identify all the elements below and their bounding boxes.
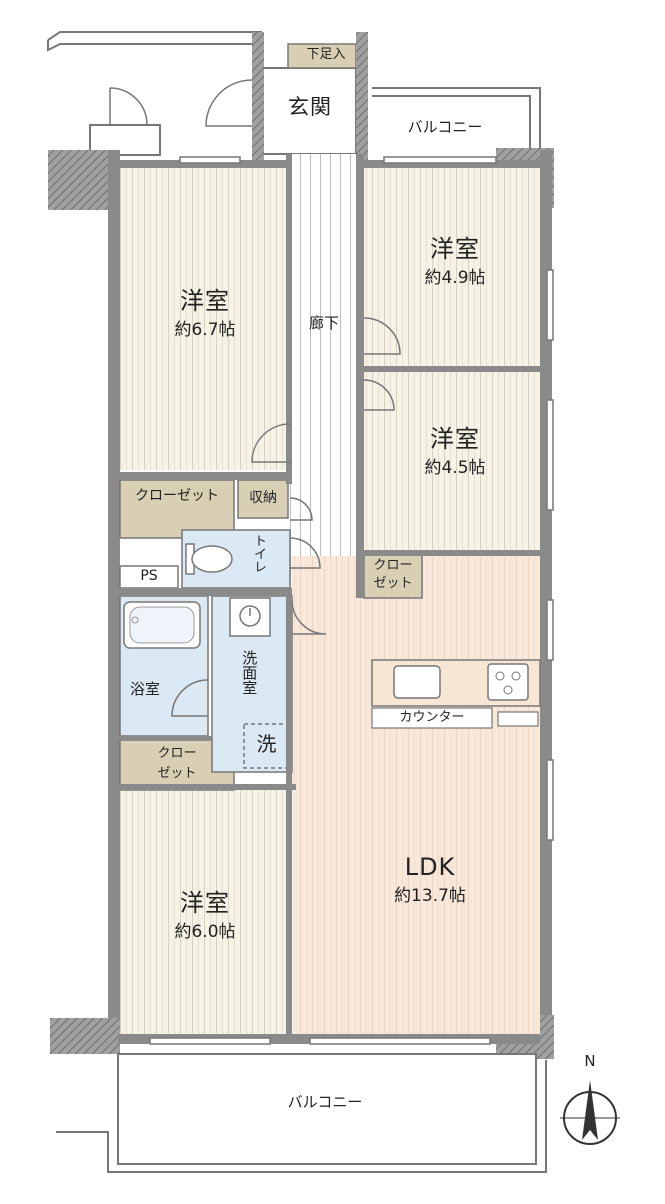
bath-door-swing — [171, 679, 209, 717]
room-western-60-name: 洋室 — [180, 889, 230, 917]
bottom-balcony — [117, 1053, 537, 1165]
balcony-bottom-label: バルコニー — [287, 1093, 363, 1111]
shoe-box-label: 下足入 — [306, 47, 346, 62]
toilet-label: トイレ — [250, 534, 268, 573]
hallway-floor — [290, 154, 356, 598]
closet-main — [119, 479, 235, 539]
laundry-label: 洗 — [256, 732, 278, 756]
washroom-label-text: 洗面室 — [240, 650, 259, 695]
closet-lower-label-1: クロー — [157, 746, 197, 761]
toilet-label-text: トイレ — [250, 534, 266, 573]
hallway-label: 廊下 — [308, 314, 339, 332]
room-western-60-floor — [120, 784, 296, 1034]
closet-small-label-2: ゼット — [373, 576, 413, 591]
room-western-60-area: 約6.0帖 — [174, 922, 236, 942]
closet-lower-label-2: ゼット — [157, 766, 197, 781]
entrance-label: 玄関 — [288, 95, 332, 119]
outer-wall-left — [108, 150, 120, 1020]
porch-door-swing — [109, 87, 148, 126]
ldk-name: LDK — [404, 853, 456, 881]
washbasin — [229, 597, 271, 637]
toilet-fixture — [185, 543, 233, 575]
closet-small-label-1: クロー — [373, 558, 413, 573]
porch-box — [89, 124, 161, 156]
room-western-49-area: 約4.9帖 — [424, 268, 486, 288]
entrance-wall-left — [252, 32, 264, 160]
counter-label: カウンター — [399, 710, 465, 725]
closet-small — [363, 553, 423, 599]
counter-bar — [371, 707, 493, 729]
counter-bar-right — [497, 711, 539, 727]
bathtub-inner — [129, 606, 195, 644]
bathtub-drain — [131, 616, 139, 624]
entrance-balcony-railing — [47, 31, 262, 52]
stove-burner-1 — [495, 671, 505, 681]
outer-wall-left-top — [48, 150, 118, 210]
stove-burner-2 — [511, 671, 521, 681]
shoe-box — [287, 43, 357, 69]
laundry-pan — [243, 723, 291, 769]
toilet-door-swing — [289, 537, 321, 569]
balcony-top-label: バルコニー — [407, 118, 483, 136]
storage-label: 収納 — [249, 490, 277, 506]
storage — [237, 479, 289, 519]
stove-burner-3 — [503, 685, 513, 695]
windows — [149, 156, 554, 1045]
compass-rose — [560, 1080, 620, 1145]
ldk-area: 約13.7帖 — [394, 886, 466, 906]
room-western-45-name: 洋室 — [430, 425, 480, 453]
kitchen-sink — [393, 665, 441, 699]
closet-main-label: クローゼット — [135, 488, 219, 504]
room-western-67-floor — [120, 168, 290, 470]
bath-label: 浴室 — [129, 680, 160, 698]
room-western-67-area: 約6.7帖 — [174, 320, 236, 340]
entrance-wall-right — [356, 32, 368, 160]
ps-label: PS — [140, 568, 158, 584]
room-western-49-floor — [364, 168, 540, 368]
kitchen-stove — [487, 663, 529, 701]
room-western-45-area: 約4.5帖 — [424, 458, 486, 478]
outer-wall-left-bottom — [50, 1018, 120, 1054]
washroom-label: 洗面室 — [240, 650, 258, 695]
ldk-floor — [292, 556, 540, 1034]
door-swings — [251, 317, 401, 635]
room-western-67-name: 洋室 — [180, 287, 230, 315]
north-label: N — [584, 1052, 596, 1070]
bottom-balcony-outer — [56, 1060, 547, 1173]
top-balcony-railing — [372, 87, 541, 150]
entrance-door-swing — [205, 79, 253, 127]
washbasin-bowl — [239, 605, 261, 627]
room-western-49-name: 洋室 — [430, 235, 480, 263]
